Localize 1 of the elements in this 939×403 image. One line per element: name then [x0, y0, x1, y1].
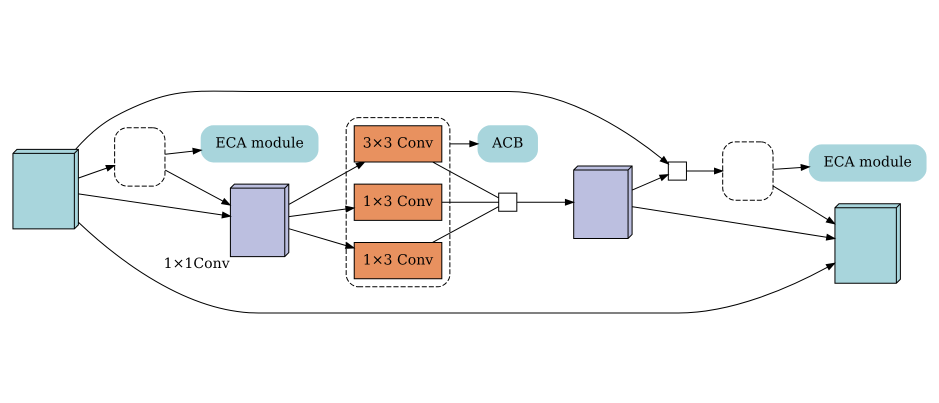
node-label: 1×1Conv [164, 255, 230, 272]
